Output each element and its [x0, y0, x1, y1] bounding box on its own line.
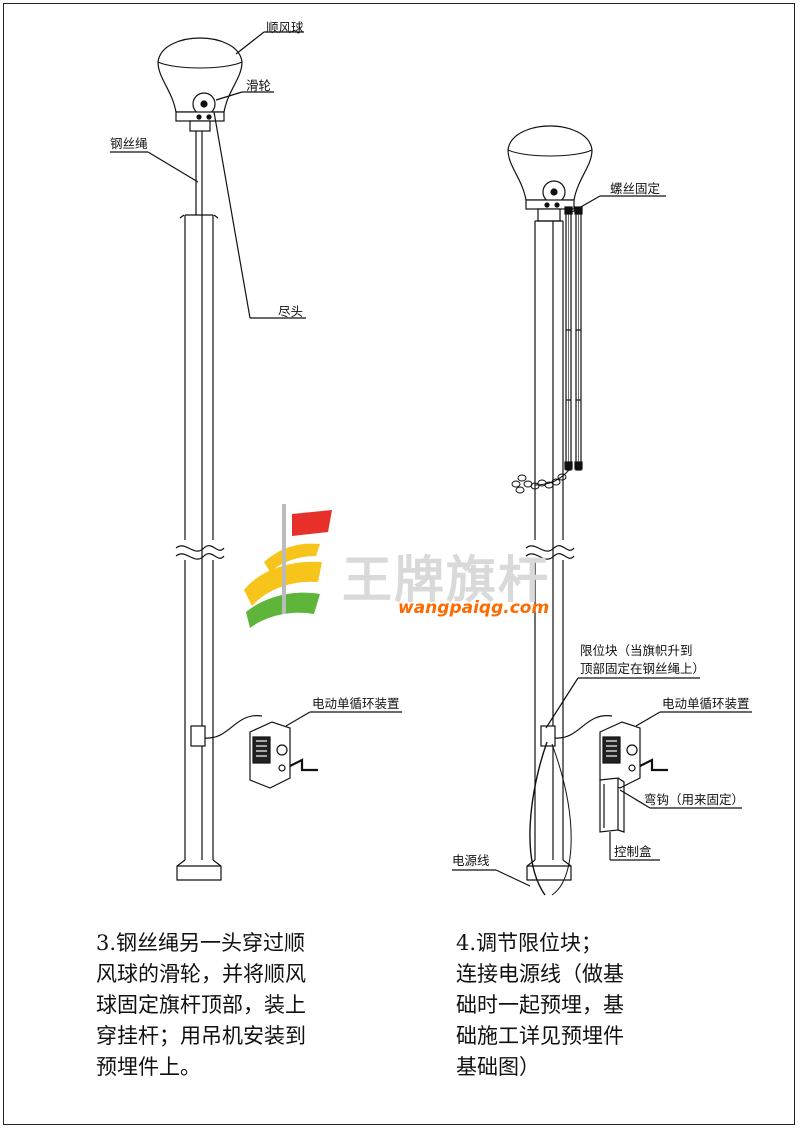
caption-step3-line: 球固定旗杆顶部，装上 [96, 993, 306, 1017]
label-pulley: 滑轮 [246, 78, 272, 93]
label-bent-hook: 弯钩（用来固定） [644, 792, 745, 807]
caption-step4-line: 础施工详见预埋件 [456, 1024, 624, 1048]
label-motor-right: 电动单循环装置 [662, 696, 750, 711]
hanging-rods [564, 206, 583, 471]
caption-step3-line: 预埋件上。 [96, 1055, 201, 1079]
label-rope-end: 尽头 [278, 304, 304, 319]
label-screw-fix: 螺丝固定 [610, 181, 661, 196]
label-wire-rope: 钢丝绳 [110, 136, 148, 151]
caption-step4-line: 4.调节限位块； [456, 931, 603, 955]
caption-step3-line: 3.钢丝绳另一头穿过顺 [96, 931, 306, 955]
watermark-text: 王牌旗杆 [342, 551, 550, 609]
label-power-cable: 电源线 [452, 853, 490, 868]
caption-step4-line: 基础图） [456, 1055, 540, 1079]
left-pole-assembly [110, 31, 402, 881]
label-limit-block-1: 限位块（当旗帜升到 [580, 643, 693, 658]
watermark-logo [244, 504, 332, 628]
limit-block [540, 725, 556, 747]
chain [511, 469, 570, 494]
caption-step3-line: 穿挂杆；用吊机安装到 [96, 1024, 306, 1048]
label-limit-block-2: 顶部固定在钢丝绳上） [580, 661, 706, 676]
control-box [599, 777, 625, 833]
caption-step4: 4.调节限位块； 连接电源线（做基 础时一起预埋，基 础施工详见预埋件 基础图） [456, 928, 726, 1083]
label-motor-left: 电动单循环装置 [312, 696, 400, 711]
power-cable [529, 741, 548, 896]
right-motor-unit [599, 721, 668, 789]
left-wire-rope [213, 111, 251, 319]
caption-step3-line: 风球的滑轮，并将顺风 [96, 962, 306, 986]
caption-step4-line: 连接电源线（做基 [456, 962, 624, 986]
left-motor-unit [249, 721, 318, 789]
caption-step4-line: 础时一起预埋，基 [456, 993, 624, 1017]
label-wind-ball: 顺风球 [266, 20, 304, 35]
caption-step3: 3.钢丝绳另一头穿过顺 风球的滑轮，并将顺风 球固定旗杆顶部，装上 穿挂杆；用吊… [96, 928, 366, 1083]
page-frame [3, 3, 795, 1125]
label-control-box: 控制盒 [614, 844, 652, 859]
watermark-url: wangpaiqg.com [398, 598, 550, 618]
right-pole-assembly [452, 125, 752, 896]
